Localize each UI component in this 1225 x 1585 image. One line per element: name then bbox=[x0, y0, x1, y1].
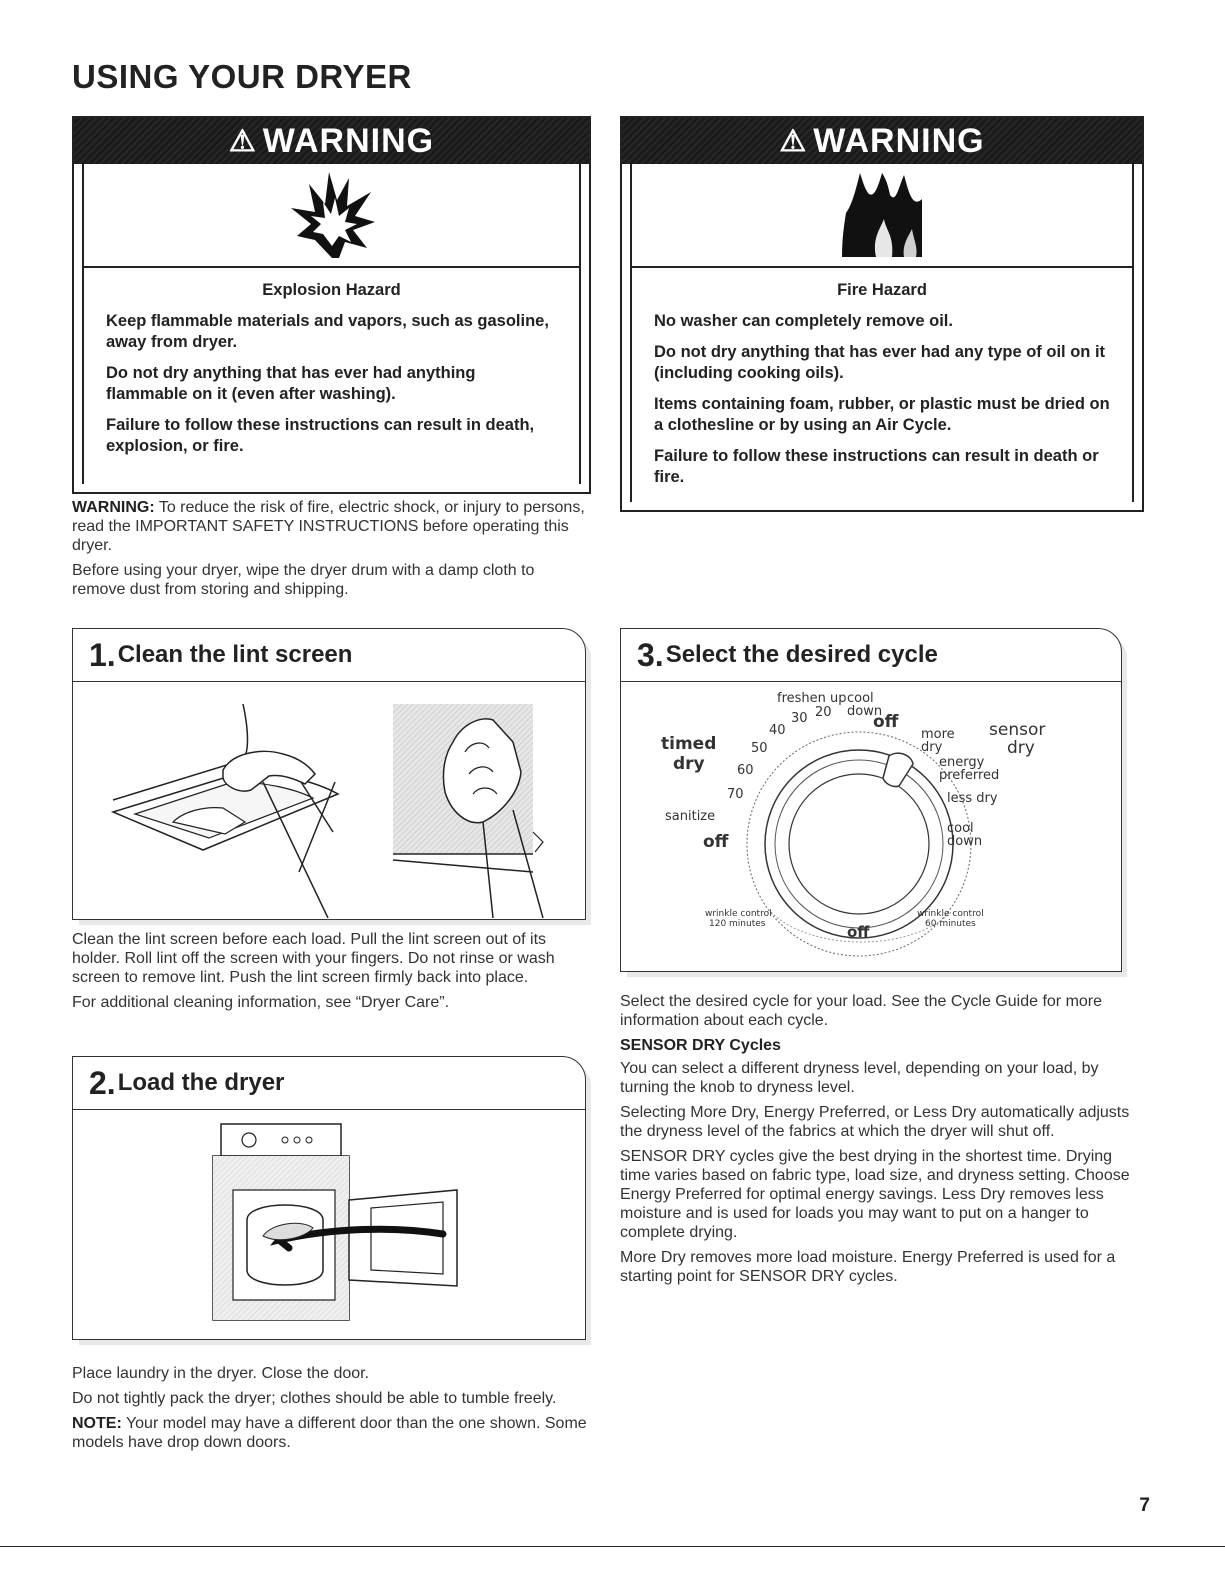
step1-panel: 1. Clean the lint screen bbox=[72, 628, 586, 920]
step-number: 2. bbox=[89, 1064, 116, 1101]
step1-title: 1. Clean the lint screen bbox=[73, 629, 585, 682]
cycle-dial-illustration: freshen up cool down 20 30 40 50 60 70 o… bbox=[621, 682, 1121, 970]
dial-wrinkle-right-minutes: 60 minutes bbox=[925, 919, 976, 929]
dial-cool-down-top: cool down bbox=[847, 691, 883, 719]
warning-line: Items containing foam, rubber, or plasti… bbox=[654, 395, 1110, 434]
dial-sensor-dry: dry bbox=[1007, 738, 1035, 758]
warning-line: Do not dry anything that has ever had an… bbox=[106, 364, 476, 403]
dial-wrinkle-left-minutes: 120 minutes bbox=[709, 919, 766, 929]
dial-wrinkle-right: wrinkle control bbox=[917, 909, 984, 919]
step3-paragraph: You can select a different dryness level… bbox=[620, 1060, 1099, 1096]
warning-line: Keep flammable materials and vapors, suc… bbox=[106, 312, 549, 351]
warning-triangle-icon: ⚠ bbox=[779, 124, 808, 158]
explosion-icon bbox=[84, 164, 579, 268]
note-text: Your model may have a different door tha… bbox=[72, 1415, 587, 1451]
step2-text: Place laundry in the dryer. Close the do… bbox=[72, 1364, 587, 1458]
step-title-text: Load the dryer bbox=[117, 1069, 285, 1096]
load-dryer-illustration bbox=[73, 1110, 585, 1338]
dial-sanitize: sanitize bbox=[665, 809, 716, 824]
dial-energy-preferred: energy preferred bbox=[939, 755, 1000, 783]
dial-70: 70 bbox=[727, 787, 744, 802]
warning-header: ⚠ WARNING bbox=[74, 118, 589, 164]
step3-panel: 3. Select the desired cycle freshen up c… bbox=[620, 628, 1122, 972]
dial-off-bottom: off bbox=[847, 923, 870, 941]
warning-header-text: WARNING bbox=[262, 121, 435, 160]
step3-title: 3. Select the desired cycle bbox=[621, 629, 1121, 682]
lint-screen-illustration bbox=[73, 682, 585, 919]
warning-header: ⚠ WARNING bbox=[622, 118, 1142, 164]
fire-icon bbox=[632, 164, 1132, 268]
dial-sensor: sensor bbox=[989, 720, 1046, 740]
dial-20: 20 bbox=[815, 705, 832, 720]
warning-label: WARNING: bbox=[72, 499, 155, 516]
step2-title: 2. Load the dryer bbox=[73, 1057, 585, 1110]
dial-off-left: off bbox=[703, 832, 729, 852]
step-title-text: Select the desired cycle bbox=[665, 641, 938, 668]
warning-line: No washer can completely remove oil. bbox=[654, 312, 953, 330]
page-title: USING YOUR DRYER bbox=[72, 58, 412, 95]
step1-paragraph: Clean the lint screen before each load. … bbox=[72, 931, 555, 986]
dial-timed-dry: dry bbox=[673, 754, 705, 774]
warning-header-text: WARNING bbox=[813, 121, 985, 160]
step2-panel: 2. Load the dryer bbox=[72, 1056, 586, 1340]
step3-paragraph: Selecting More Dry, Energy Preferred, or… bbox=[620, 1104, 1130, 1140]
bottom-rule bbox=[0, 1546, 1225, 1547]
dial-off-top: off bbox=[873, 712, 899, 732]
dial-freshen-up: freshen up bbox=[777, 691, 847, 706]
step3-text: Select the desired cycle for your load. … bbox=[620, 992, 1140, 1292]
page-number: 7 bbox=[1139, 1495, 1150, 1516]
step2-paragraph: Place laundry in the dryer. Close the do… bbox=[72, 1365, 370, 1382]
dial-50: 50 bbox=[751, 741, 768, 756]
step3-paragraph: Select the desired cycle for your load. … bbox=[620, 993, 1103, 1029]
warning-line: Failure to follow these instructions can… bbox=[106, 416, 535, 455]
step-title-text: Clean the lint screen bbox=[117, 641, 353, 668]
step3-paragraph: More Dry removes more load moisture. Ene… bbox=[620, 1249, 1116, 1285]
step1-text: Clean the lint screen before each load. … bbox=[72, 930, 587, 1018]
dial-timed: timed bbox=[661, 734, 717, 754]
dial-cool-down-right: cool down bbox=[947, 821, 983, 849]
step2-paragraph: Do not tightly pack the dryer; clothes s… bbox=[72, 1390, 557, 1407]
dial-more-dry: more dry bbox=[921, 727, 955, 755]
hazard-title: Fire Hazard bbox=[837, 281, 927, 299]
hazard-title: Explosion Hazard bbox=[262, 281, 401, 299]
dial-less-dry: less dry bbox=[947, 791, 998, 806]
dial-wrinkle-left: wrinkle control bbox=[705, 909, 772, 919]
before-use-text: Before using your dryer, wipe the dryer … bbox=[72, 562, 535, 598]
warning-text: To reduce the risk of fire, electric sho… bbox=[72, 499, 585, 554]
step-number: 3. bbox=[637, 636, 664, 673]
step-number: 1. bbox=[89, 636, 116, 673]
dial-40: 40 bbox=[769, 723, 786, 738]
fire-warning-box: ⚠ WARNING Fire Hazard No washer can comp… bbox=[620, 116, 1144, 512]
step3-paragraph: SENSOR DRY cycles give the best drying i… bbox=[620, 1148, 1130, 1241]
sensor-dry-heading: SENSOR DRY Cycles bbox=[620, 1037, 781, 1054]
dial-60: 60 bbox=[737, 763, 754, 778]
step1-paragraph: For additional cleaning information, see… bbox=[72, 994, 450, 1011]
dial-30: 30 bbox=[791, 711, 808, 726]
warning-line: Do not dry anything that has ever had an… bbox=[654, 343, 1106, 382]
warning-line: Failure to follow these instructions can… bbox=[654, 447, 1099, 486]
note-label: NOTE: bbox=[72, 1415, 122, 1432]
explosion-warning-box: ⚠ WARNING Explosion Hazard Keep flammabl… bbox=[72, 116, 591, 494]
intro-text: WARNING: To reduce the risk of fire, ele… bbox=[72, 498, 587, 605]
warning-triangle-icon: ⚠ bbox=[228, 124, 257, 158]
